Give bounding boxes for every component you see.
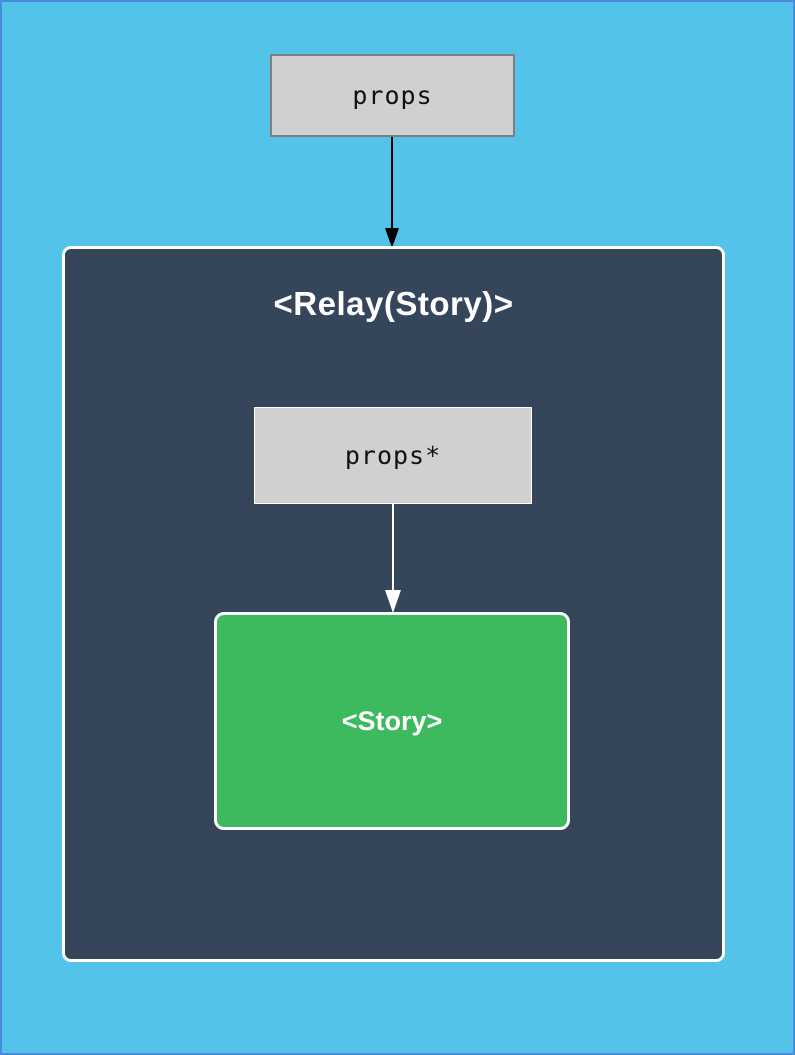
arrow-down-black-icon (385, 137, 399, 248)
relay-story-title: <Relay(Story)> (273, 285, 514, 322)
arrow-head (385, 228, 399, 248)
arrow-head (385, 590, 401, 613)
arrow-down-white-icon (385, 504, 401, 614)
arrow-shaft (392, 504, 394, 590)
props-node-label: props (352, 81, 433, 110)
props-star-node-label: props* (344, 441, 442, 470)
story-node-label: <Story> (341, 705, 443, 736)
arrow-shaft (391, 137, 393, 229)
story-node: <Story> (214, 612, 570, 830)
props-star-node: props* (254, 407, 532, 504)
props-node: props (270, 54, 515, 137)
